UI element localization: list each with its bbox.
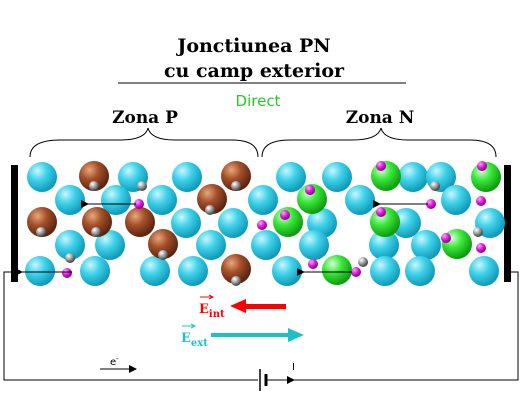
hole <box>430 181 440 191</box>
lattice-atom <box>80 256 110 286</box>
acceptor-atom <box>197 184 227 214</box>
internal-field-symbol: Eint <box>199 302 225 320</box>
external-circuit: e- I <box>3 271 519 391</box>
lattice-atom <box>405 256 435 286</box>
lattice-atom <box>248 185 278 215</box>
free-electron <box>376 161 386 171</box>
wire-left <box>3 271 258 381</box>
lattice-atom <box>171 208 201 238</box>
donor-atom <box>322 255 352 285</box>
donor-atom <box>297 184 327 214</box>
free-electron <box>426 199 436 209</box>
acceptor-atom <box>82 207 112 237</box>
lattice-atom <box>218 208 248 238</box>
acceptor-atom <box>79 161 109 191</box>
free-electron <box>308 259 318 269</box>
acceptor-atom <box>148 229 178 259</box>
electron-flow-label: e- <box>110 355 119 368</box>
title-line-1: Jonctiunea PN <box>175 35 330 57</box>
free-electron <box>280 210 290 220</box>
zone-n-label: Zona N <box>346 108 415 128</box>
acceptor-atom <box>125 207 155 237</box>
external-field-arrow <box>211 328 304 342</box>
hole <box>91 227 101 237</box>
internal-field-arrow <box>230 299 286 313</box>
crystal-lattice <box>25 161 505 286</box>
free-electron <box>351 267 361 277</box>
free-electron <box>477 161 487 171</box>
lattice-atom <box>272 256 302 286</box>
free-electron <box>62 268 72 278</box>
lattice-atom <box>147 185 177 215</box>
free-electron <box>305 185 315 195</box>
hole <box>158 250 168 260</box>
vector-bar-tip <box>190 323 197 329</box>
lattice-atom <box>27 162 57 192</box>
lattice-atom <box>345 185 375 215</box>
free-electron <box>376 207 386 217</box>
free-electron <box>476 196 486 206</box>
lattice-atom <box>140 256 170 286</box>
lattice-atom <box>370 256 400 286</box>
lattice-atom <box>369 230 399 260</box>
hole <box>137 181 147 191</box>
left-electrode <box>11 165 18 282</box>
lattice-atom <box>276 162 306 192</box>
internal-field: Eint <box>199 294 286 320</box>
right-electrode <box>504 165 511 282</box>
title-line-2: cu camp exterior <box>164 60 345 82</box>
lattice-atom <box>441 185 471 215</box>
current-label: I <box>292 362 295 373</box>
hole <box>473 227 483 237</box>
free-electron <box>257 220 267 230</box>
external-field-symbol: Eext <box>181 331 208 349</box>
zone-n-brace <box>261 127 497 158</box>
vector-bar-tip <box>208 294 215 300</box>
free-electron <box>441 233 451 243</box>
hole <box>358 257 368 267</box>
free-electron <box>134 199 144 209</box>
lattice-atom <box>469 256 499 286</box>
lattice-atom <box>172 162 202 192</box>
external-field: Eext <box>181 323 304 349</box>
lattice-atom <box>101 185 131 215</box>
acceptor-atom <box>27 207 57 237</box>
hole <box>231 276 241 286</box>
lattice-atom <box>196 230 226 260</box>
lattice-atom <box>55 185 85 215</box>
donor-atom <box>371 161 401 191</box>
lattice-atom <box>251 230 281 260</box>
hole <box>36 227 46 237</box>
hole <box>205 205 215 215</box>
lattice-atom <box>411 230 441 260</box>
lattice-atom <box>322 162 352 192</box>
lattice-atom <box>25 256 55 286</box>
bias-mode-label: Direct <box>236 92 281 110</box>
lattice-atom <box>178 256 208 286</box>
carrier-arrows <box>14 200 428 276</box>
acceptor-atom <box>221 161 251 191</box>
hole <box>65 253 75 263</box>
zone-p-brace <box>29 127 259 158</box>
lattice-atom <box>398 162 428 192</box>
hole <box>89 181 99 191</box>
lattice-atom <box>299 230 329 260</box>
lattice-atom <box>55 230 85 260</box>
zone-p-label: Zona P <box>112 108 178 128</box>
acceptor-atom <box>221 254 251 284</box>
wire-right <box>267 271 519 381</box>
lattice-atom <box>95 230 125 260</box>
free-electron <box>476 243 486 253</box>
hole <box>231 181 241 191</box>
